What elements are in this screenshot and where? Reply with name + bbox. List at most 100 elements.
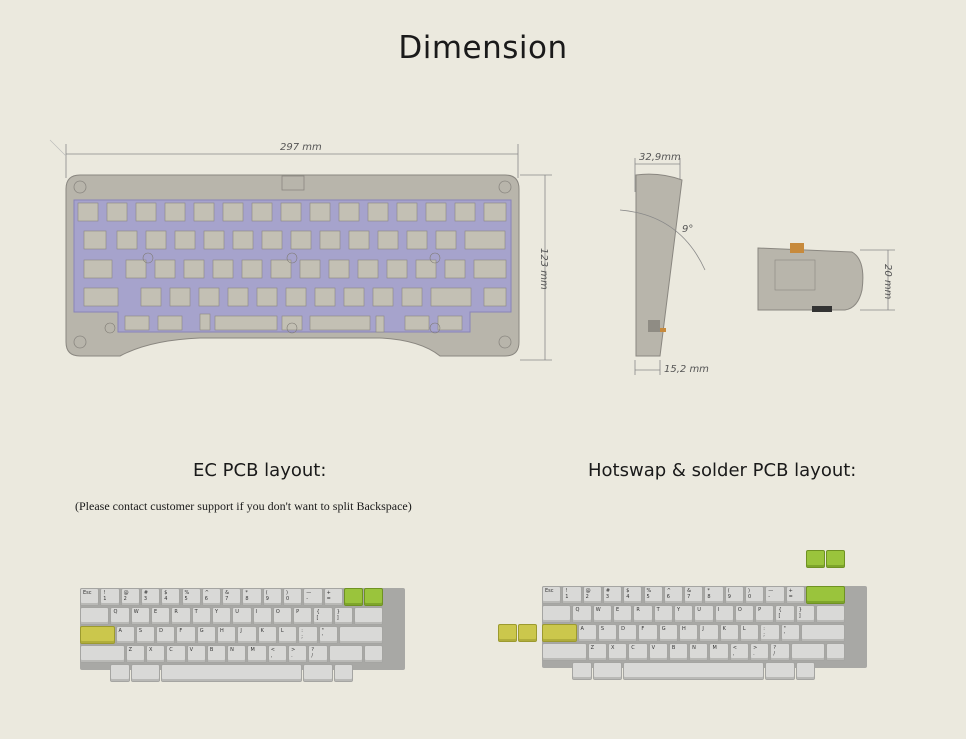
keycap: B bbox=[206, 645, 227, 663]
keycap: B bbox=[668, 643, 689, 661]
keycap: %5 bbox=[181, 588, 201, 606]
keycap: D bbox=[156, 626, 176, 644]
keycap: <, bbox=[729, 643, 750, 661]
keycap: )0 bbox=[745, 586, 765, 604]
split-backspace-key bbox=[805, 550, 826, 568]
keycap: —- bbox=[765, 586, 785, 604]
keycap: G bbox=[196, 626, 217, 644]
keycap: @2 bbox=[120, 588, 140, 606]
keycap: Q bbox=[572, 605, 592, 623]
keycap: L bbox=[277, 626, 298, 644]
backslash-key bbox=[816, 605, 846, 623]
keycap: ?/ bbox=[308, 645, 328, 663]
hotswap-layout-title: Hotswap & solder PCB layout: bbox=[588, 460, 857, 481]
keycap: %5 bbox=[643, 586, 663, 604]
keycap: #3 bbox=[140, 588, 161, 606]
keycap: ?/ bbox=[770, 643, 790, 661]
keycap: Z bbox=[587, 643, 607, 661]
spacebar bbox=[161, 664, 303, 682]
caps-key bbox=[542, 624, 577, 642]
right-shift-key bbox=[790, 643, 826, 661]
keycap: *8 bbox=[704, 586, 724, 604]
keycap: F bbox=[176, 626, 196, 644]
tab-key bbox=[542, 605, 572, 623]
backspace-key bbox=[805, 586, 846, 604]
keycap: <, bbox=[267, 645, 288, 663]
keycap: }] bbox=[333, 607, 354, 625]
gui-key bbox=[303, 664, 333, 682]
keycap: Q bbox=[110, 607, 130, 625]
keycap: G bbox=[658, 624, 679, 642]
case-height-label: 20 mm bbox=[882, 264, 893, 300]
keycap: W bbox=[130, 607, 151, 625]
keycap: ^6 bbox=[201, 588, 222, 606]
split-backspace-key bbox=[343, 588, 364, 606]
keycap: :; bbox=[760, 624, 780, 642]
keycap: H bbox=[217, 626, 237, 644]
gui-key bbox=[130, 664, 161, 682]
keycap: {[ bbox=[775, 605, 795, 623]
right-shift-key bbox=[328, 645, 364, 663]
keycap: Y bbox=[673, 605, 694, 623]
keycap: N bbox=[689, 643, 709, 661]
keycap: V bbox=[186, 645, 206, 663]
keycap: I bbox=[252, 607, 272, 625]
keycap: )0 bbox=[283, 588, 303, 606]
keycap: K bbox=[257, 626, 277, 644]
alt-key bbox=[795, 662, 816, 680]
keycap: F bbox=[638, 624, 658, 642]
caps-key bbox=[80, 626, 115, 644]
keycap: R bbox=[171, 607, 191, 625]
width-dimension-label: 297 mm bbox=[280, 142, 322, 153]
gui-key bbox=[592, 662, 623, 680]
left-shift-key bbox=[542, 643, 587, 661]
keycap: W bbox=[592, 605, 613, 623]
keycap: &7 bbox=[684, 586, 704, 604]
keycap: J bbox=[699, 624, 719, 642]
keycap: Esc bbox=[542, 586, 562, 604]
keycap: Esc bbox=[80, 588, 100, 606]
height-dimension-label: 123 mm bbox=[538, 248, 549, 290]
alt-caps-key bbox=[498, 624, 518, 642]
keycap: S bbox=[597, 624, 618, 642]
alt-key bbox=[333, 664, 354, 682]
split-backspace-key bbox=[364, 588, 384, 606]
keycap: —- bbox=[303, 588, 323, 606]
ec-layout-title: EC PCB layout: bbox=[193, 460, 327, 481]
backspace-note: (Please contact customer support if you … bbox=[75, 499, 412, 513]
tab-key bbox=[80, 607, 110, 625]
keycap: !1 bbox=[100, 588, 120, 606]
keycap: C bbox=[166, 645, 186, 663]
keycap: Y bbox=[211, 607, 232, 625]
keycap: += bbox=[785, 586, 805, 604]
keycap: H bbox=[679, 624, 699, 642]
keycap: I bbox=[714, 605, 734, 623]
keycap: ^6 bbox=[663, 586, 684, 604]
alt-key bbox=[110, 664, 130, 682]
gui-key bbox=[765, 662, 795, 680]
split-backspace-key bbox=[826, 550, 846, 568]
keycap: :; bbox=[298, 626, 318, 644]
fn-key bbox=[826, 643, 846, 661]
keycap: V bbox=[648, 643, 668, 661]
dimension-drawing: 297 mm 123 mm 32,9mm 9° 15,2 mm 20 mm bbox=[49, 139, 895, 375]
keycap: X bbox=[145, 645, 166, 663]
keycap: @2 bbox=[582, 586, 602, 604]
keycap: N bbox=[227, 645, 247, 663]
keycap: += bbox=[323, 588, 343, 606]
keycap: >. bbox=[750, 643, 770, 661]
keycap: O bbox=[734, 605, 755, 623]
keycap: U bbox=[694, 605, 714, 623]
left-shift-key bbox=[80, 645, 125, 663]
keycap: A bbox=[577, 624, 597, 642]
enter-key bbox=[800, 624, 846, 642]
depth-top-label: 32,9mm bbox=[639, 152, 681, 163]
keycap: *8 bbox=[242, 588, 262, 606]
keycap: P bbox=[755, 605, 775, 623]
keycap: {[ bbox=[313, 607, 333, 625]
keycap: D bbox=[618, 624, 638, 642]
keycap: O bbox=[272, 607, 293, 625]
keycap: !1 bbox=[562, 586, 582, 604]
